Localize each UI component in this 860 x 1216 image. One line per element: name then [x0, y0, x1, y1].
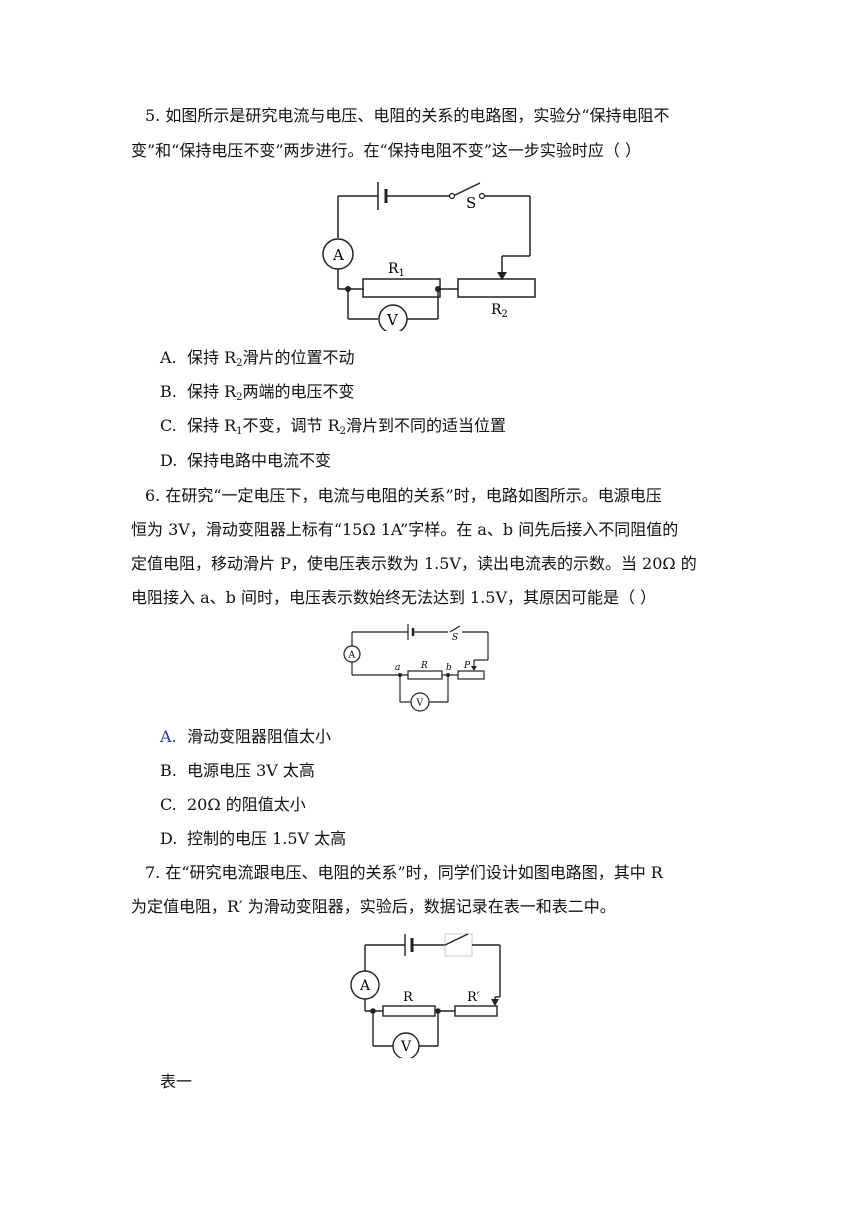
- q7-switch-blade: [444, 933, 469, 946]
- q6-ammeter-label: A: [348, 651, 356, 661]
- q7-text-line-2: 为定值电阻，R′ 为滑动变阻器，实验后，数据记录在表一和表二中。: [131, 897, 616, 916]
- q5-ammeter-label: A: [332, 246, 344, 264]
- q6-resistor: [407, 670, 443, 680]
- q5-option-b[interactable]: B.保持 R2两端的电压不变: [160, 382, 355, 403]
- q5-option-a[interactable]: A.保持 R2滑片的位置不动: [160, 348, 355, 369]
- q6-text-line-4: 电阻接入 a、b 间时，电压表示数始终无法达到 1.5V，其原因可能是（ ）: [131, 588, 657, 607]
- q6-voltmeter-label: V: [416, 699, 424, 709]
- q6-option-c[interactable]: C.20Ω 的阻值太小: [160, 795, 306, 814]
- q5-r1-label: R: [388, 261, 399, 277]
- q6-option-a[interactable]: A.滑动变阻器阻值太小: [160, 727, 332, 746]
- svg-text:R2: R2: [491, 302, 508, 320]
- q6-switch-label: S: [452, 633, 458, 643]
- q6-option-d[interactable]: D.控制的电压 1.5V 太高: [160, 829, 347, 848]
- q5-text-line-1: 5. 如图所示是研究电流与电压、电阻的关系的电路图，实验分“保持电阻不: [145, 106, 670, 125]
- q6-slider-p-label: P: [463, 661, 471, 671]
- q7-slider-arrow: [491, 999, 499, 1006]
- q7-rheostat: [454, 1005, 498, 1017]
- q5-circuit-diagram: S A V R1 R2: [322, 182, 536, 331]
- q5-voltmeter-label: V: [386, 311, 399, 329]
- q5-r2-rheostat: [457, 278, 536, 298]
- q6-option-b[interactable]: B.电源电压 3V 太高: [160, 761, 315, 780]
- q7-table-label: 表一: [160, 1072, 193, 1091]
- q5-r2-label: R: [491, 302, 502, 318]
- q6-text-line-1: 6. 在研究“一定电压下，电流与电阻的关系”时，电路如图所示。电源电压: [145, 486, 662, 505]
- q7-voltmeter-label: V: [400, 1039, 412, 1055]
- q6-text-line-2: 恒为 3V，滑动变阻器上标有“15Ω 1A”字样。在 a、b 间先后接入不同阻值…: [131, 520, 679, 539]
- q7-ammeter-label: A: [359, 978, 371, 994]
- q5-junction-right: [435, 286, 441, 292]
- q5-junction-left: [345, 286, 351, 292]
- q5-r1-resistor: [362, 278, 441, 298]
- q6-point-b-label: b: [446, 663, 452, 673]
- q5-switch-label: S: [466, 194, 476, 212]
- q6-resistor-label: R: [420, 661, 428, 671]
- q7-rheostat-label: R′: [467, 990, 480, 1005]
- q7-text-line-1: 7. 在“研究电流跟电压、电阻的关系”时，同学们设计如图电路图，其中 R: [145, 863, 663, 882]
- q5-text-line-2: 变”和“保持电压不变”两步进行。在“保持电阻不变”这一步实验时应（ ）: [131, 141, 641, 160]
- q6-point-a-label: a: [395, 663, 400, 673]
- q7-circuit-diagram: A V R R′: [350, 933, 501, 1058]
- q5-switch-blade: [452, 182, 481, 197]
- q6-circuit-diagram: S A V R a b P: [343, 624, 489, 712]
- svg-text:R1: R1: [388, 261, 405, 279]
- q6-text-line-3: 定值电阻，移动滑片 P，使电压表示数为 1.5V，读出电流表的示数。当 20Ω …: [131, 554, 697, 573]
- q5-r2-sub: 2: [502, 309, 508, 320]
- q7-switch-box: [444, 933, 473, 957]
- q5-r1-sub: 1: [399, 268, 405, 279]
- q5-slider-arrow: [497, 272, 507, 280]
- q7-resistor: [382, 1005, 436, 1017]
- q5-option-c[interactable]: C.保持 R1不变，调节 R2滑片到不同的适当位置: [160, 416, 507, 437]
- q7-resistor-label: R: [403, 990, 414, 1005]
- q6-rheostat: [457, 670, 485, 680]
- q5-option-d[interactable]: D.保持电路中电流不变: [160, 451, 332, 470]
